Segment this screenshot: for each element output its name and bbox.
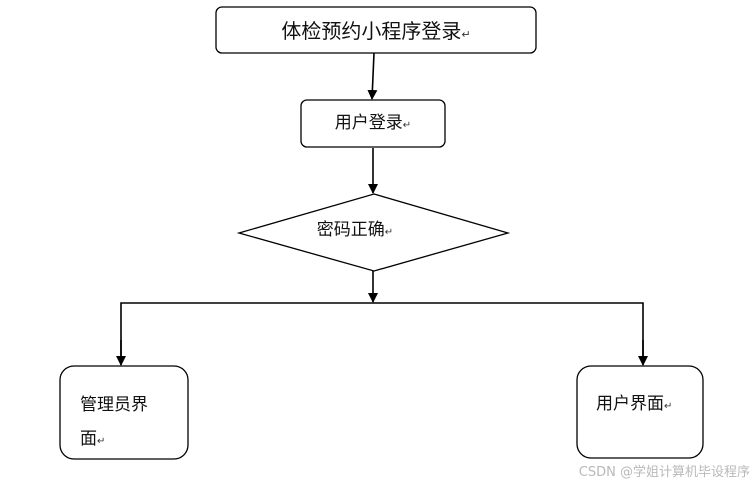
paragraph-mark: ↵ <box>403 120 411 131</box>
password-check-diamond <box>236 193 511 272</box>
title-box <box>215 6 537 54</box>
user-ui-box <box>576 365 704 459</box>
branch-connector <box>120 302 644 364</box>
admin-ui-line1: 管理员界 <box>80 395 148 415</box>
title-text: 体检预约小程序登录 <box>281 19 461 43</box>
paragraph-mark: ↵ <box>97 436 105 447</box>
node-user-ui: 用户界面↵ <box>576 365 704 459</box>
node-admin-ui: 管理员界 面↵ <box>59 365 189 460</box>
user-login-box <box>300 99 446 148</box>
paragraph-mark: ↵ <box>385 227 393 238</box>
user-login-label: 用户登录↵ <box>335 113 411 133</box>
password-check-label: 密码正确↵ <box>317 220 393 240</box>
admin-ui-box <box>59 365 189 460</box>
admin-ui-line2: 面 <box>80 429 97 449</box>
user-ui-text: 用户界面 <box>596 394 664 414</box>
admin-ui-line2-label: 面↵ <box>80 429 105 449</box>
node-user-login: 用户登录↵ <box>300 99 446 148</box>
user-ui-label: 用户界面↵ <box>596 394 672 414</box>
csdn-watermark: CSDN @学姐计算机毕设程序 <box>578 465 750 480</box>
arrow-title-to-login <box>367 52 378 100</box>
user-login-text: 用户登录 <box>335 113 403 133</box>
node-password-check: 密码正确↵ <box>236 193 511 272</box>
paragraph-mark: ↵ <box>461 28 470 41</box>
password-check-text: 密码正确 <box>317 220 385 240</box>
node-title: 体检预约小程序登录↵ <box>215 6 537 54</box>
paragraph-mark: ↵ <box>664 401 672 412</box>
title-label: 体检预约小程序登录↵ <box>281 19 470 43</box>
